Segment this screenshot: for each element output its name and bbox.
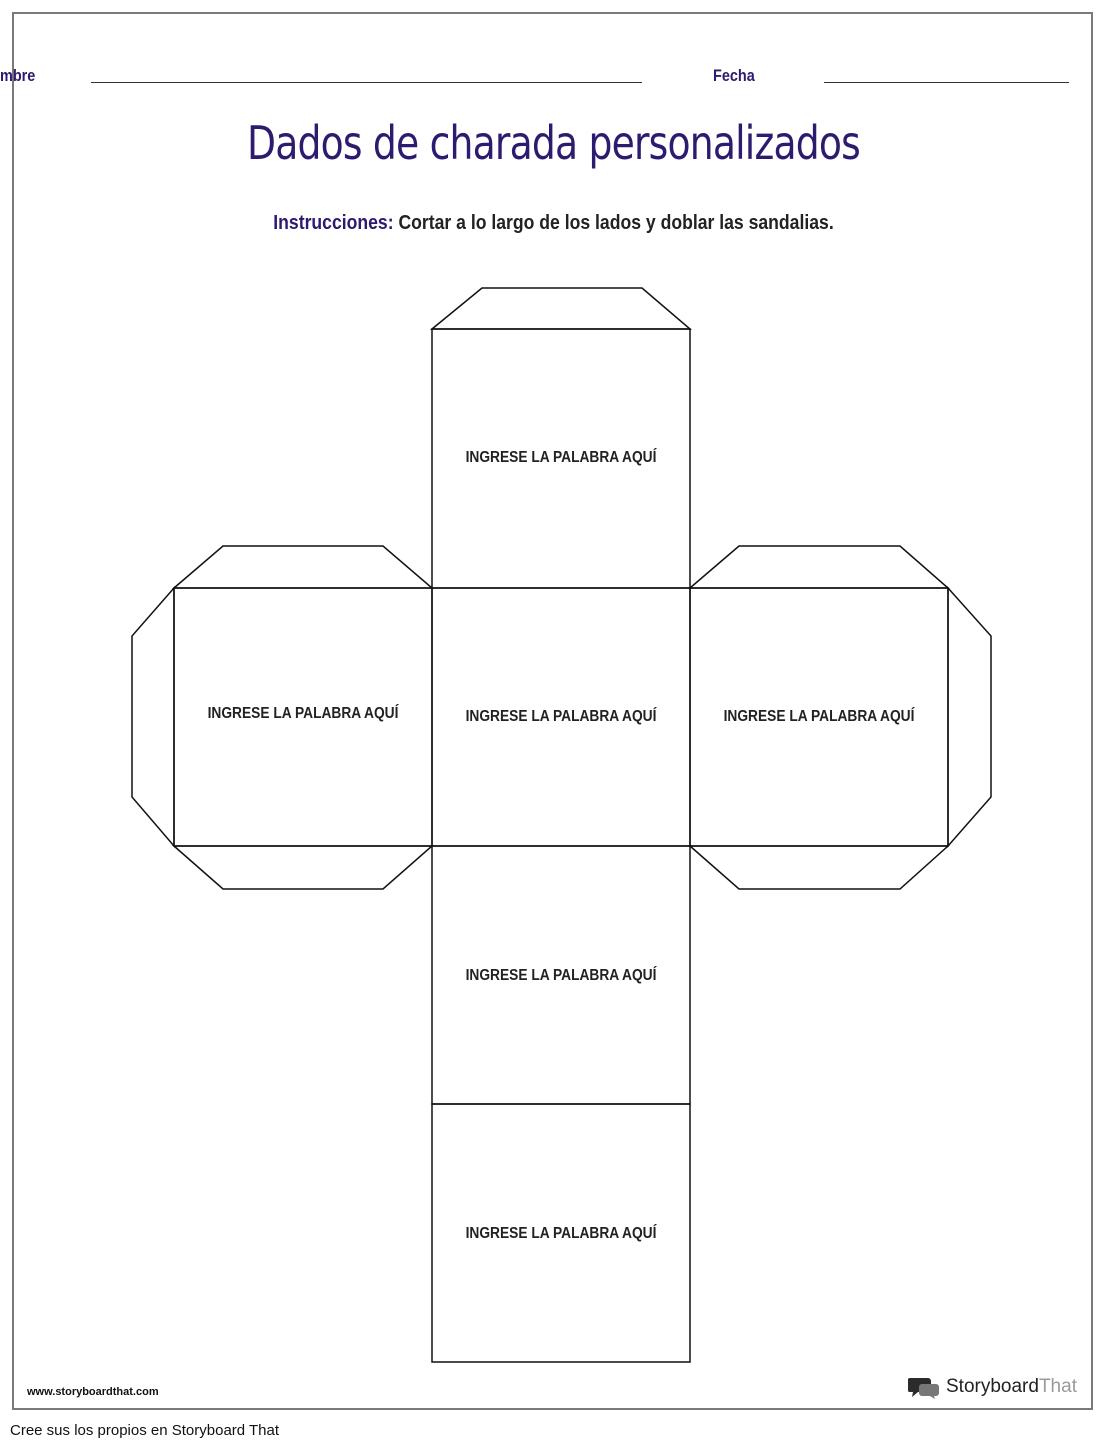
- face-left-text[interactable]: INGRESE LA PALABRA AQUÍ: [207, 705, 399, 722]
- face-center-text[interactable]: INGRESE LA PALABRA AQUÍ: [465, 708, 657, 725]
- top-tab: [429, 287, 693, 330]
- brand-accent: That: [1038, 1376, 1077, 1397]
- right-bottom-tab: [688, 845, 950, 890]
- right-top-tab: [687, 545, 950, 589]
- brand-main: Storyboard: [946, 1376, 1039, 1397]
- worksheet-page: [12, 12, 1093, 1410]
- instructions: Instrucciones: Cortar a lo largo de los …: [66, 212, 1040, 235]
- face-bottom: [431, 1103, 691, 1363]
- face-right-text[interactable]: INGRESE LA PALABRA AQUÍ: [723, 708, 915, 725]
- face-top-text[interactable]: INGRESE LA PALABRA AQUÍ: [465, 449, 657, 466]
- right-side-tab: [947, 586, 992, 848]
- face-bottom-text[interactable]: INGRESE LA PALABRA AQUÍ: [465, 1225, 657, 1242]
- face-lower-text[interactable]: INGRESE LA PALABRA AQUÍ: [465, 967, 657, 984]
- left-side-tab: [131, 586, 175, 849]
- left-top-tab: [171, 545, 435, 589]
- instructions-label: Instrucciones:: [273, 212, 394, 234]
- date-label: Fecha: [713, 66, 755, 85]
- page-title: Dados de charada personalizados: [247, 116, 861, 170]
- date-line: [824, 82, 1069, 83]
- caption: Cree sus los propios en Storyboard That: [10, 1422, 280, 1439]
- speech-bubbles-icon: [908, 1378, 939, 1399]
- footer-url[interactable]: www.storyboardthat.com: [27, 1386, 159, 1398]
- left-bottom-tab: [172, 845, 434, 890]
- name-line: [91, 82, 642, 83]
- instructions-text: Cortar a lo largo de los lados y doblar …: [393, 212, 834, 234]
- name-label: mbre: [0, 66, 36, 85]
